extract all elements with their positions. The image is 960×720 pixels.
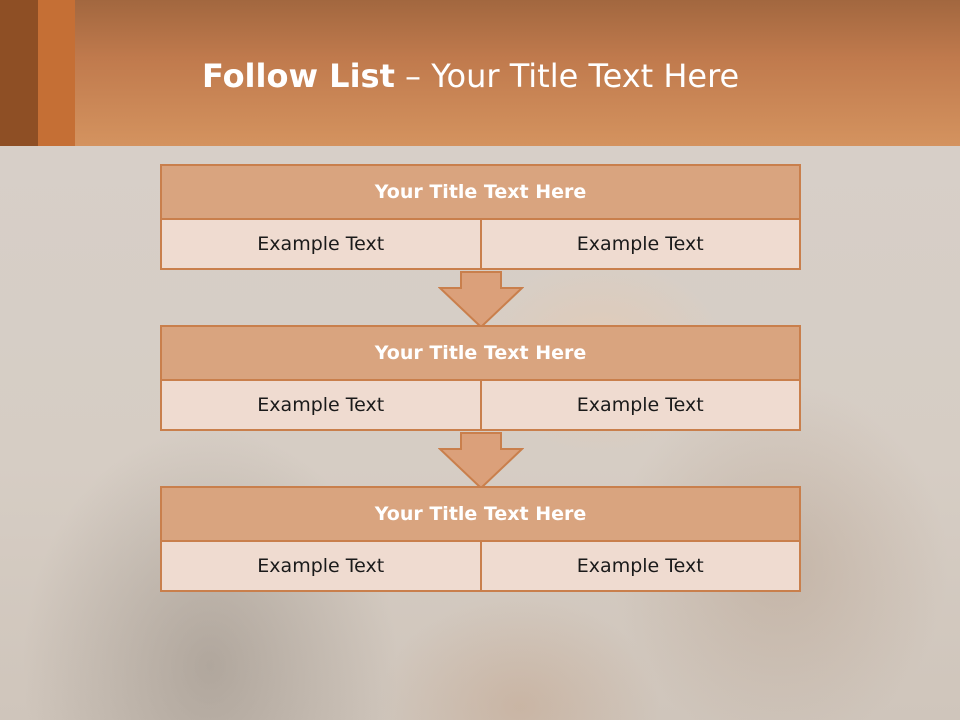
- slide-title-subtitle: – Your Title Text Here: [394, 57, 740, 95]
- block-row: Example Text Example Text: [160, 381, 801, 431]
- block-cell-left[interactable]: Example Text: [257, 233, 385, 255]
- block-title[interactable]: Your Title Text Here: [160, 486, 801, 542]
- block-cell-left[interactable]: Example Text: [257, 394, 385, 416]
- list-block: Your Title Text Here Example Text Exampl…: [160, 325, 801, 431]
- block-title[interactable]: Your Title Text Here: [160, 325, 801, 381]
- down-arrow-icon: [438, 432, 524, 490]
- title-bar: Follow List – Your Title Text Here: [0, 0, 960, 146]
- block-title[interactable]: Your Title Text Here: [160, 164, 801, 220]
- block-cell-right[interactable]: Example Text: [479, 381, 800, 429]
- header-accent-stripe: [0, 0, 38, 146]
- block-row: Example Text Example Text: [160, 220, 801, 270]
- block-row: Example Text Example Text: [160, 542, 801, 592]
- block-cell-right[interactable]: Example Text: [479, 220, 800, 268]
- down-arrow-icon: [438, 271, 524, 329]
- list-block: Your Title Text Here Example Text Exampl…: [160, 164, 801, 270]
- block-cell-left[interactable]: Example Text: [257, 555, 385, 577]
- slide-title: Follow List – Your Title Text Here: [202, 54, 739, 98]
- list-block: Your Title Text Here Example Text Exampl…: [160, 486, 801, 592]
- slide-title-bold: Follow List: [202, 57, 395, 95]
- header-accent-stripe: [38, 0, 75, 146]
- block-cell-right[interactable]: Example Text: [479, 542, 800, 590]
